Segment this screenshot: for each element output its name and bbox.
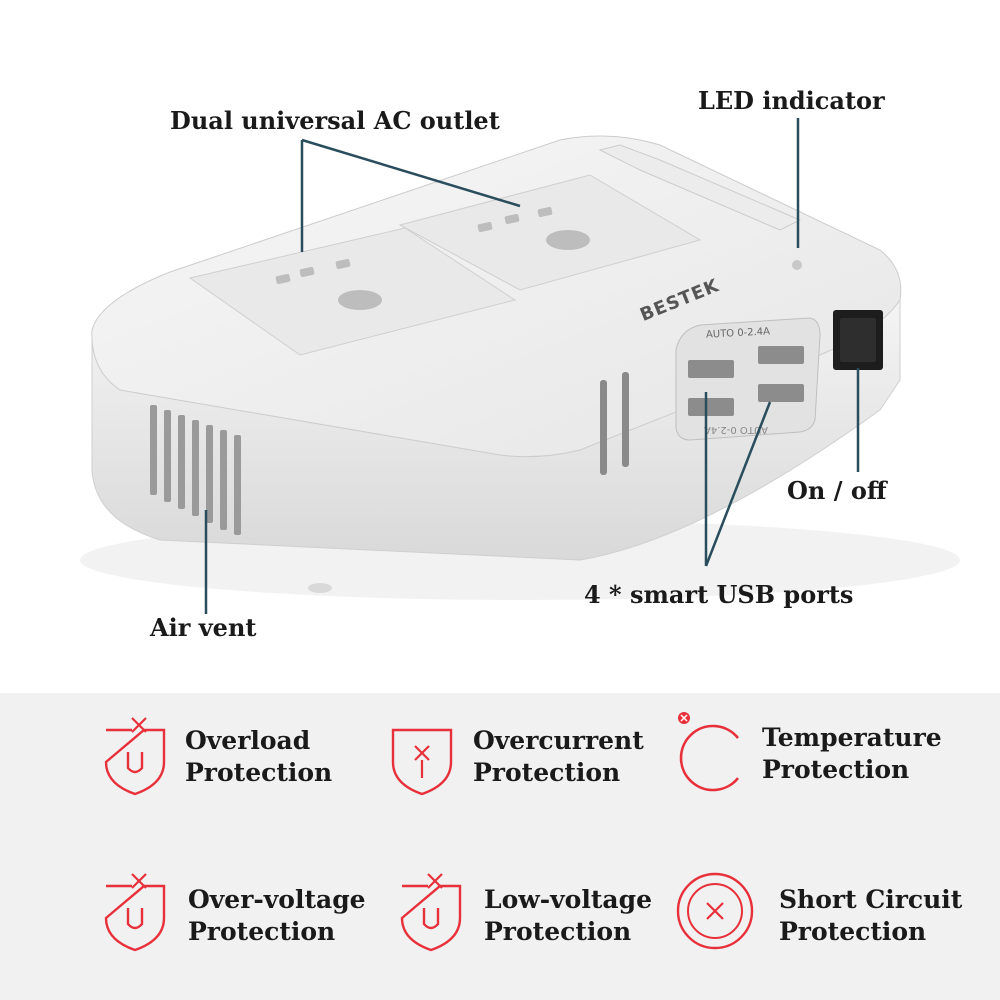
shield-u-cross-icon <box>396 868 466 954</box>
protection-title: Overcurrent <box>473 726 644 755</box>
callout-on-off: On / off <box>787 476 887 505</box>
protection-subtitle: Protection <box>185 758 333 787</box>
protection-title: Over-voltage <box>188 885 366 914</box>
protection-subtitle: Protection <box>484 917 632 946</box>
protection-label-over-voltage: Over-voltage Protection <box>188 884 366 948</box>
callout-ac-outlet: Dual universal AC outlet <box>170 106 500 135</box>
protection-subtitle: Protection <box>779 917 927 946</box>
protection-subtitle: Protection <box>762 755 910 784</box>
callout-led-indicator: LED indicator <box>698 86 885 115</box>
thermal-circle-icon <box>672 708 752 798</box>
protection-features-band <box>0 693 1000 1000</box>
protection-label-temperature: Temperature Protection <box>762 722 942 786</box>
callout-air-vent: Air vent <box>150 613 257 642</box>
protection-label-short-circuit: Short Circuit Protection <box>779 884 962 948</box>
protection-title: Temperature <box>762 723 942 752</box>
circle-x-icon <box>674 870 756 952</box>
protection-subtitle: Protection <box>188 917 336 946</box>
product-photo-area: BESTEK AUTO 0-2.4A AUTO 0-2.4A Dual univ… <box>80 86 960 642</box>
callout-lines <box>204 118 860 614</box>
shield-u-cross-icon <box>100 868 170 954</box>
protection-title: Short Circuit <box>779 885 963 914</box>
shield-arrow-icon <box>387 712 457 798</box>
protection-label-overload: Overload Protection <box>185 725 332 789</box>
protection-subtitle: Protection <box>473 758 621 787</box>
power-strip-illustration <box>80 135 960 600</box>
protection-label-overcurrent: Overcurrent Protection <box>473 725 644 789</box>
protection-title: Low-voltage <box>484 885 652 914</box>
protection-title: Overload <box>185 726 311 755</box>
shield-u-cross-icon <box>100 712 170 798</box>
protection-label-low-voltage: Low-voltage Protection <box>484 884 652 948</box>
callout-usb-ports: 4 * smart USB ports <box>584 580 854 609</box>
